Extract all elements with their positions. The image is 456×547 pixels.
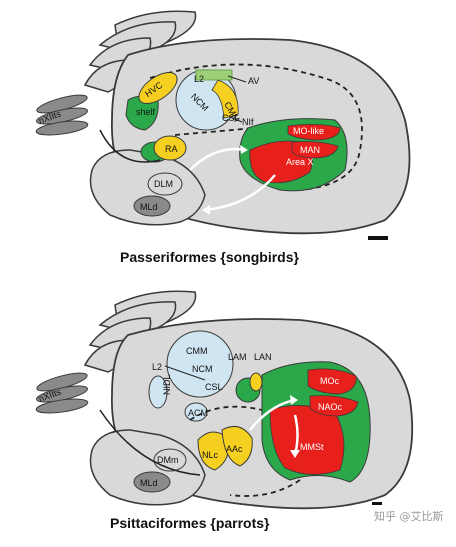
songbird-cmm (211, 79, 239, 119)
songbird-nucleus-ra (153, 135, 187, 161)
parrot-l2-line (164, 365, 206, 381)
parrot-nucleus-moc (307, 368, 357, 395)
parrot-label-nidl: NIDL (162, 374, 172, 395)
songbird-nerve-nxiits (35, 94, 89, 136)
songbird-av-leader (227, 75, 247, 83)
parrot-nucleus-nidl (148, 375, 168, 409)
songbird-label-l2: L2 (194, 74, 204, 84)
parrot-label-mld: MLd (140, 478, 158, 488)
songbird-pathway-outline (149, 63, 363, 191)
songbird-nucleus-hvc (138, 71, 178, 105)
songbird-label-dlm: DLM (154, 179, 173, 189)
parrot-label-dmm: DMm (157, 455, 179, 465)
parrot-nerve-nxiits (35, 372, 89, 414)
songbird-label-area-x: Area X (286, 157, 314, 167)
songbird-label-shelf: shelf (136, 107, 156, 117)
parrot-nucleus-lan (249, 372, 263, 392)
songbird-arrow-afp (189, 147, 246, 171)
songbird-label-mld: MLd (140, 202, 158, 212)
songbird-label-ra: RA (165, 144, 178, 154)
parrot-arrowhead-2 (290, 450, 300, 458)
songbird-label-nif: NIf (242, 117, 254, 127)
parrot-label-lam: LAM (228, 352, 247, 362)
parrot-label-ncm: NCM (192, 364, 213, 374)
songbird-label-av: AV (248, 76, 259, 86)
songbird-nucleus-mo-like (287, 124, 341, 141)
songbird-nif-leader (231, 117, 243, 123)
songbird-brain-diagram: nXIIts shelf HVC RA CMM NCM L2 CSL AV NI… (35, 10, 411, 240)
songbird-nucleus-man (291, 141, 339, 159)
songbird-nucleus-mld (133, 195, 171, 217)
parrot-label-aac: AAc (226, 444, 243, 454)
songbird-arrowhead-1 (240, 145, 248, 154)
parrot-label-acm: ACM (188, 408, 208, 418)
parrot-label-moc: MOc (320, 376, 339, 386)
parrot-nucleus-aac (221, 425, 253, 467)
parrot-motor-projection (99, 409, 201, 476)
songbird-nucleus-dlm (147, 172, 183, 196)
parrot-brain-diagram: nXIIts CMM NCM CSL L2 NIDL ACM LAM LAN M… (35, 290, 414, 510)
songbird-brainstem (89, 149, 206, 226)
parrot-pathway-outline (189, 405, 301, 497)
watermark: 知乎 @艾比斯 (374, 509, 444, 523)
parrot-brainstem (89, 429, 206, 506)
parrot-label-naoc: NAOc (318, 402, 343, 412)
parrot-nucleus-naoc (309, 395, 359, 417)
songbird-arrowhead-2 (202, 205, 210, 215)
parrot-caption: Psittaciformes {parrots} (110, 515, 270, 531)
parrot-arrowhead-1 (290, 395, 298, 405)
parrot-label-cmm: CMM (186, 346, 208, 356)
parrot-label-nlc: NLc (202, 450, 219, 460)
parrot-auditory-ncm (166, 330, 234, 398)
songbird-label-man: MAN (300, 145, 320, 155)
songbird-field-l2 (195, 69, 233, 81)
parrot-label-l2: L2 (152, 362, 162, 372)
parrot-scale-bar (372, 502, 382, 505)
songbird-anterior-pathway-dash (174, 127, 256, 136)
songbird-motor-projection (99, 129, 161, 163)
parrot-label-mmst: MMSt (300, 442, 324, 452)
songbird-caption: Passeriformes {songbirds} (120, 249, 300, 265)
parrot-nucleus-mld (133, 471, 171, 493)
parrot-nucleus-nlc (197, 431, 230, 471)
songbird-scale-bar (368, 236, 388, 240)
songbird-arrow-loop (204, 174, 276, 212)
parrot-label-lan: LAN (254, 352, 272, 362)
songbird-label-mo-like: MO-like (293, 126, 324, 136)
parrot-label-csl: CSL (205, 382, 223, 392)
songbird-label-csl: CSL (222, 113, 240, 123)
